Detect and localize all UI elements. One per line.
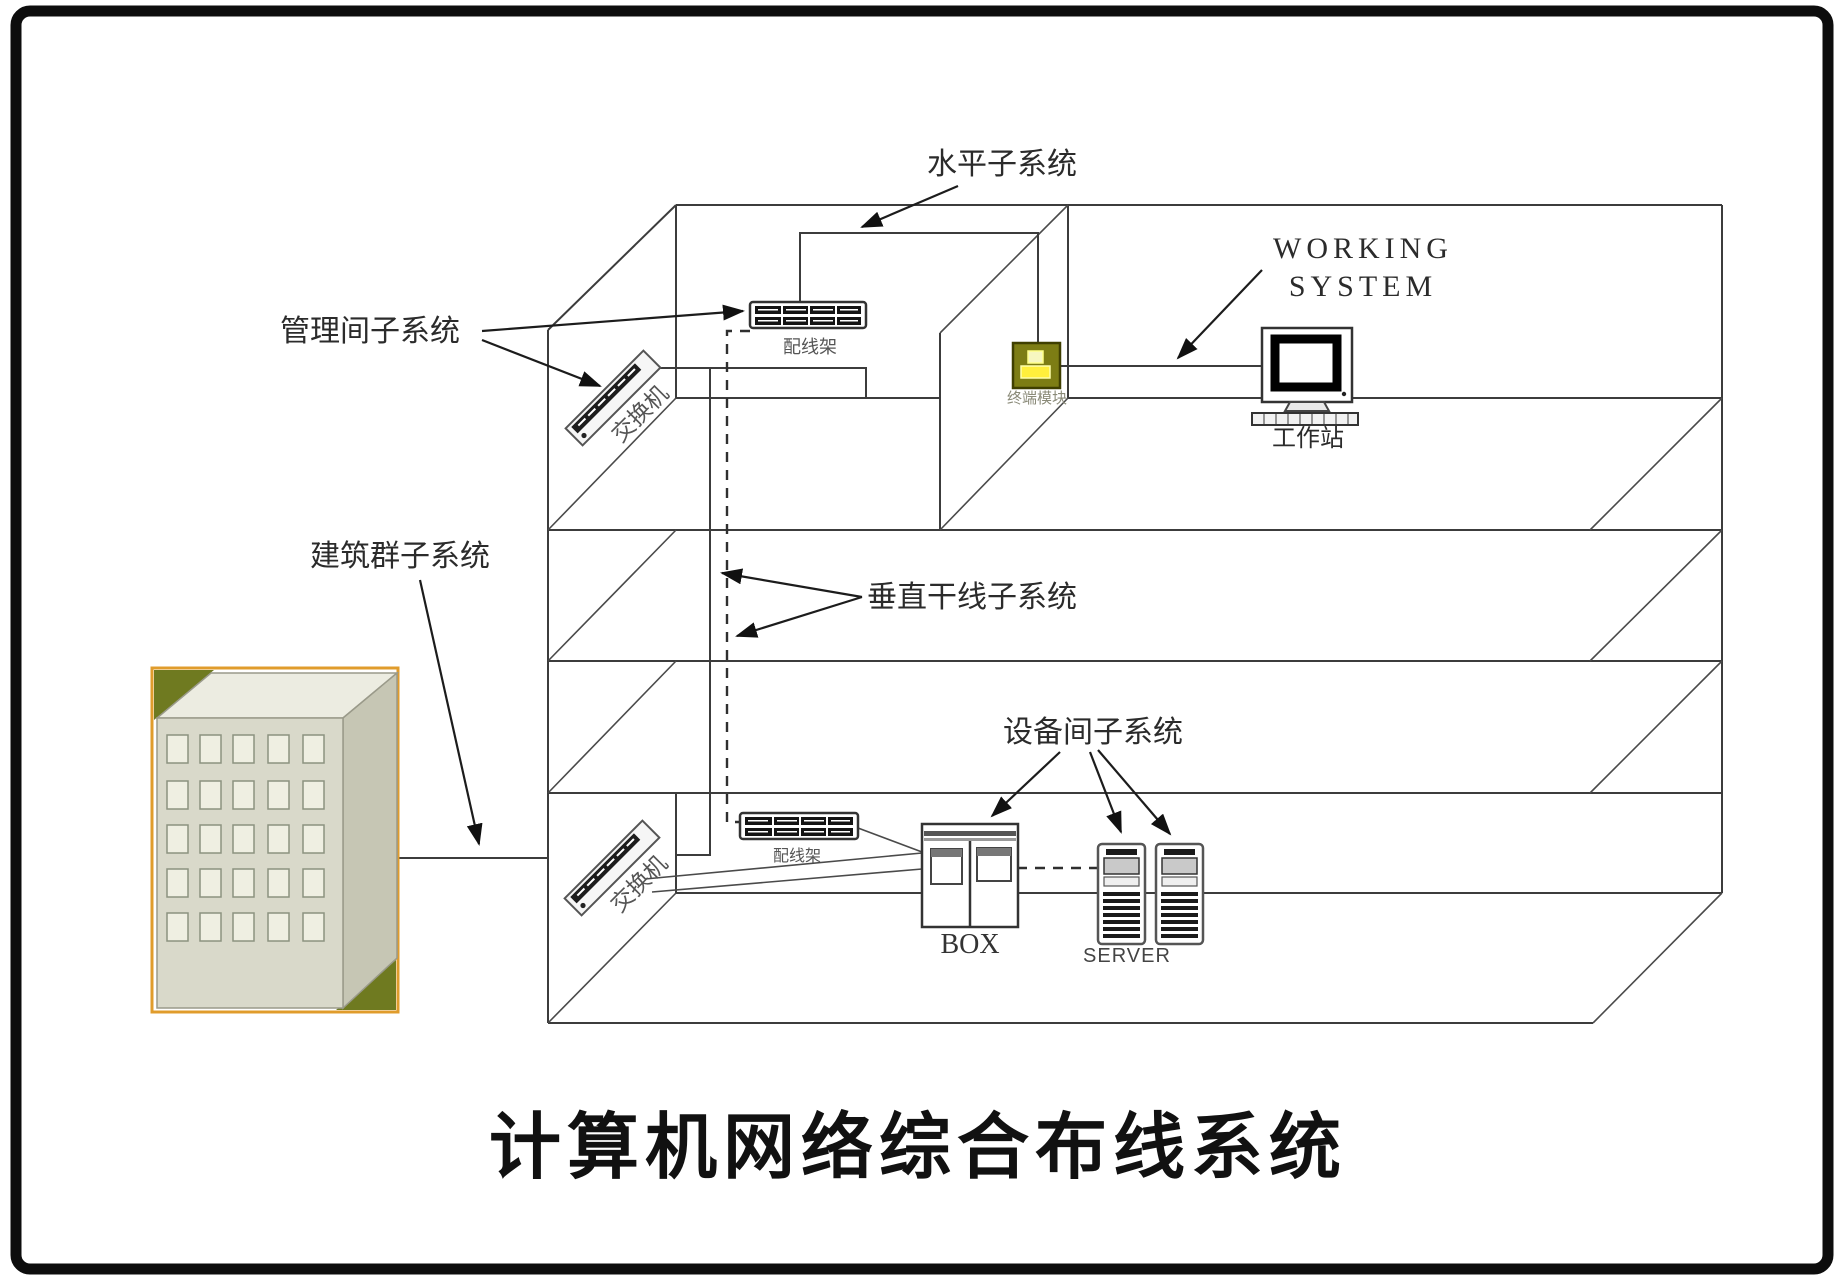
- terminal-module-label: 终端模块: [1007, 390, 1067, 407]
- equipment-box-icon: [920, 822, 1020, 929]
- outer-border: [10, 5, 1834, 1275]
- server-tower-2: [1154, 842, 1205, 946]
- management-arrow-to-panel: [481, 304, 745, 333]
- working-system-arrow: [1176, 269, 1263, 360]
- cabling-lines: [398, 232, 1262, 893]
- equipment-arrow-to-server2: [1097, 749, 1172, 836]
- server-label: SERVER: [1083, 945, 1171, 967]
- server-tower-1: [1096, 842, 1147, 946]
- campus-subsystem-label: 建筑群子系统: [310, 540, 490, 573]
- panel-to-box-cable: [857, 827, 923, 853]
- working-system-label-line1: WORKING: [1273, 232, 1453, 265]
- horizontal-subsystem-label: 水平子系统: [927, 148, 1077, 181]
- backbone-solid: [676, 368, 711, 856]
- terminal-module-icon: [1011, 341, 1062, 390]
- management-subsystem-label: 管理间子系统: [280, 315, 460, 348]
- campus-building: [150, 666, 400, 1014]
- campus-subsystem-arrow: [418, 579, 483, 846]
- switch-to-box-cable-1: [644, 852, 923, 880]
- working-system-label-line2: SYSTEM: [1289, 270, 1437, 303]
- building-windows: [166, 734, 325, 942]
- server-icons: [1096, 842, 1205, 946]
- patch-panel-bottom-icon: [738, 811, 860, 841]
- equipment-room-subsystem-label: 设备间子系统: [1003, 716, 1183, 749]
- workstation-icon: [1251, 326, 1359, 426]
- equipment-arrow-to-server1: [1088, 751, 1123, 834]
- equipment-arrow-to-box: [990, 751, 1061, 818]
- annotation-arrows: [418, 184, 1263, 846]
- patch-panel-bottom-label: 配线架: [773, 847, 821, 865]
- building-side-face: [342, 671, 398, 1010]
- management-arrow-to-switch: [481, 338, 602, 388]
- building-front-face: [156, 717, 344, 1009]
- switch-to-box-cable-2: [651, 868, 923, 893]
- building-structure: [547, 204, 1723, 1024]
- switch-bottom-icon: 交换机: [563, 819, 672, 917]
- horizontal-cable: [799, 232, 1039, 343]
- vertical-backbone-arrow-2: [735, 595, 863, 638]
- workstation-label: 工作站: [1272, 425, 1344, 452]
- diagram-title: 计算机网络综合布线系统: [489, 1108, 1347, 1188]
- equipment-box-label: BOX: [940, 929, 999, 960]
- vertical-backbone-subsystem-label: 垂直干线子系统: [867, 581, 1077, 614]
- top-switch-connector: [640, 367, 867, 398]
- patch-panel-top-label: 配线架: [783, 337, 837, 357]
- vertical-backbone-arrow-1: [720, 568, 863, 599]
- patch-panel-top-icon: [748, 300, 868, 330]
- horizontal-subsystem-arrow: [860, 184, 959, 229]
